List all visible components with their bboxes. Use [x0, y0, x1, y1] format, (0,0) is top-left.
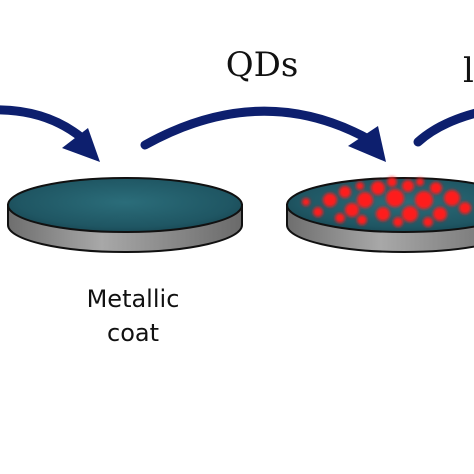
quantum-dots — [302, 177, 471, 227]
qds-arrow — [140, 106, 386, 162]
qds-label: QDs — [226, 45, 299, 85]
clipped-edge-label: l — [463, 51, 474, 91]
incoming-arrow — [0, 105, 100, 162]
qd-coated-disc — [286, 177, 474, 253]
outgoing-arrow — [413, 108, 474, 147]
metallic-label-line2: coat — [107, 319, 159, 347]
metallic-label-line1: Metallic — [87, 285, 180, 313]
metallic-coat-disc — [7, 177, 243, 253]
